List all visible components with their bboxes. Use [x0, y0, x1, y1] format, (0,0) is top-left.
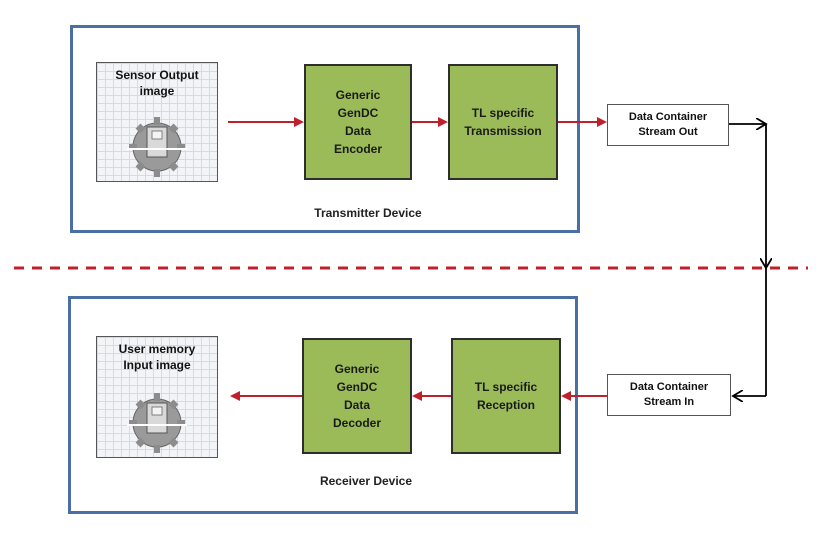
sensor-output-image-label: Sensor Output image [115, 68, 199, 98]
user-memory-image: User memory Input image [96, 336, 218, 458]
gendc-decoder-block: Generic GenDC Data Decoder [302, 338, 412, 454]
sensor-output-image: Sensor Output image [96, 62, 218, 182]
receiver-device-label: Receiver Device [319, 474, 413, 488]
user-memory-image-label: User memory Input image [118, 342, 196, 372]
gear-icon [127, 393, 187, 453]
tl-reception-block: TL specific Reception [451, 338, 561, 454]
stream-in-box: Data Container Stream In [607, 374, 731, 416]
stream-out-box: Data Container Stream Out [607, 104, 729, 146]
transmitter-device-label: Transmitter Device [314, 206, 422, 220]
tl-transmission-block: TL specific Transmission [448, 64, 558, 180]
gear-icon [127, 117, 187, 177]
gendc-encoder-block: Generic GenDC Data Encoder [304, 64, 412, 180]
